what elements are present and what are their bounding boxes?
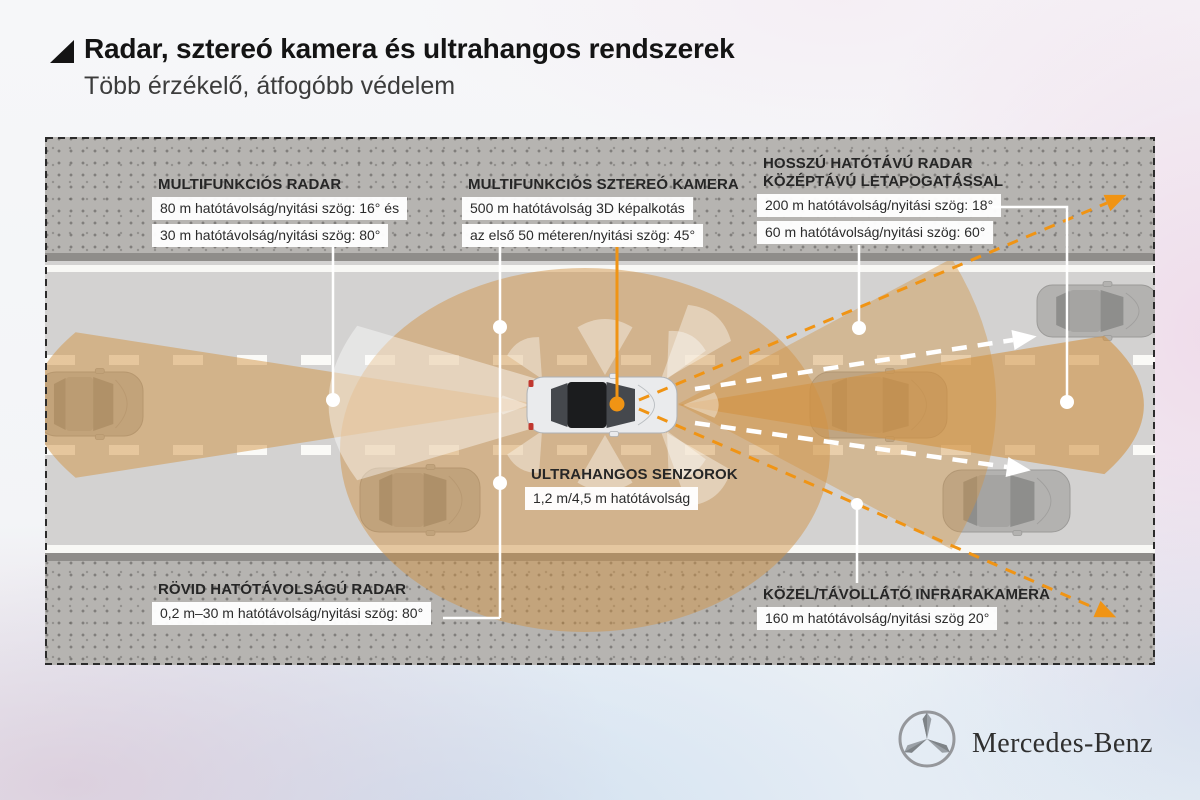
scan-ray-upper	[638, 194, 1127, 402]
callout-long-range	[992, 205, 1069, 402]
label-multifunction-radar: MULTIFUNKCIÓS RADAR 80 m hatótávolság/ny…	[152, 176, 408, 251]
label-short-range-radar: RÖVID HATÓTÁVOLSÁGÚ RADAR 0,2 m–30 m hat…	[152, 581, 432, 629]
vehicle-rear-left-lane	[359, 464, 481, 536]
callout-dot	[1060, 395, 1074, 409]
sensor-spec: 30 m hatótávolság/nyitási szög: 80°	[152, 224, 389, 247]
ultrasonic-fan	[507, 431, 542, 473]
scan-ray-lower	[638, 407, 1117, 618]
ultrasonic-fan	[577, 319, 633, 375]
ultrasonic-fan	[660, 429, 731, 507]
label-infrared-camera: KÖZEL/TÁVOLLÁTÓ INFRARAKAMERA 160 m ható…	[757, 586, 1051, 634]
sensor-spec: 60 m hatótávolság/nyitási szög: 60°	[757, 221, 994, 244]
sensor-spec: 160 m hatótávolság/nyitási szög 20°	[757, 607, 998, 630]
long-range-radar-cone	[678, 335, 1144, 475]
sensor-title: ULTRAHANGOS SENZOROK	[531, 466, 738, 483]
title-marker-icon	[50, 40, 74, 63]
label-stereo-camera: MULTIFUNKCIÓS SZTEREÓ KAMERA 500 m hatót…	[462, 176, 739, 251]
vehicle-main	[526, 373, 678, 437]
diagram-dashed-border	[45, 137, 1155, 665]
sensor-spec: 0,2 m–30 m hatótávolság/nyitási szög: 80…	[152, 602, 432, 625]
page-title: Radar, sztereó kamera és ultrahangos ren…	[84, 33, 735, 64]
travel-direction-arrow-lower	[694, 420, 1031, 477]
ultrasonic-fan	[660, 304, 731, 382]
callout-dot	[851, 498, 863, 510]
ultrasonic-fan	[683, 392, 719, 418]
callout-dot	[493, 476, 507, 490]
sensor-title: KÖZÉPTÁVÚ LETAPOGATÁSSAL	[763, 173, 1004, 190]
ultrasonic-fan	[499, 395, 529, 415]
sensor-title: RÖVID HATÓTÁVOLSÁGÚ RADAR	[158, 581, 407, 598]
ultrasonic-fan	[577, 435, 633, 491]
sensor-title: HOSSZÚ HATÓTÁVÚ RADAR	[763, 155, 973, 172]
sensor-title: MULTIFUNKCIÓS RADAR	[158, 176, 342, 193]
lane-divider-2	[45, 445, 1155, 455]
brand-wordmark: Mercedes-Benz	[972, 728, 1153, 759]
sensor-coverage-scene	[45, 137, 1155, 665]
lane-divider-1	[45, 355, 1155, 365]
label-ultrasonic-sensors: ULTRAHANGOS SENZOROK 1,2 m/4,5 m hatótáv…	[525, 466, 738, 514]
top-road-edge	[45, 253, 1155, 261]
short-range-radar-coverage	[340, 268, 830, 632]
callout-dot	[852, 321, 866, 335]
callout-dot	[326, 393, 340, 407]
brand-block: Mercedes-Benz	[896, 708, 1162, 778]
ultrasonic-fan	[507, 337, 542, 379]
sensor-spec: 500 m hatótávolság 3D képalkotás	[462, 197, 693, 220]
page-subtitle: Több érzékelő, átfogóbb védelem	[84, 72, 456, 100]
ultrasonic-fan	[667, 431, 706, 480]
travel-direction-arrow-upper	[694, 330, 1037, 392]
vehicle-front-right-lane	[1036, 281, 1155, 341]
sensor-title: MULTIFUNKCIÓS SZTEREÓ KAMERA	[468, 176, 739, 193]
bottom-road-line	[45, 545, 1155, 553]
mercedes-star-icon	[898, 710, 956, 768]
rear-radar-cone	[45, 332, 545, 478]
callout-dot	[493, 320, 507, 334]
vehicle-rear-right-lane	[942, 466, 1071, 536]
sensor-spec: az első 50 méteren/nyitási szög: 45°	[462, 224, 704, 247]
sensor-title: KÖZEL/TÁVOLLÁTÓ INFRARAKAMERA	[763, 586, 1051, 603]
label-long-range-radar: HOSSZÚ HATÓTÁVÚ RADAR KÖZÉPTÁVÚ LETAPOGA…	[757, 155, 1004, 248]
callout-short-range	[443, 245, 502, 620]
ultrasonic-fan	[667, 330, 706, 379]
rear-camera-fan	[328, 325, 618, 481]
sensor-spec: 1,2 m/4,5 m hatótávolság	[525, 487, 699, 510]
bottom-road-edge	[45, 553, 1155, 561]
sensor-spec: 200 m hatótávolság/nyitási szög: 18°	[757, 194, 1002, 217]
top-road-line	[45, 265, 1155, 272]
sensor-spec: 80 m hatótávolság/nyitási szög: 16° és	[152, 197, 408, 220]
camera-position-dot	[609, 396, 625, 412]
